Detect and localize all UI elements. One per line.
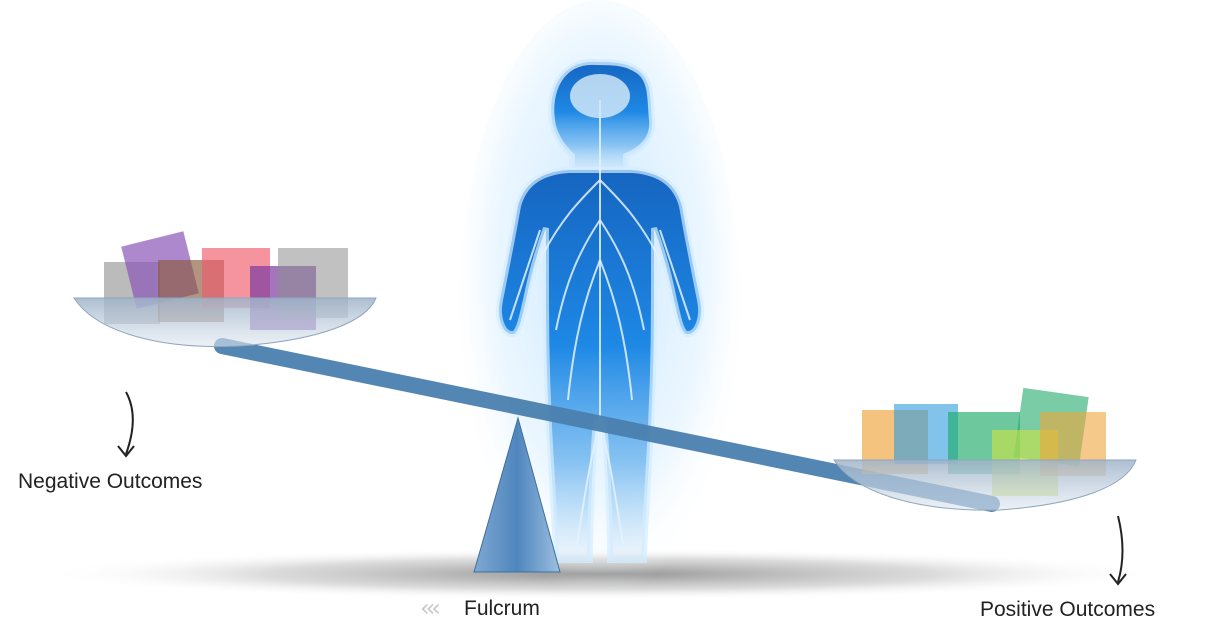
fulcrum-label: Fulcrum (464, 597, 540, 620)
negative-arrowhead (117, 445, 135, 458)
negative-tray-group (73, 231, 377, 348)
negative-tray (73, 297, 377, 348)
positive-arrow (1117, 515, 1124, 583)
positive-box (894, 404, 958, 464)
fulcrum (473, 416, 561, 573)
positive-arrowhead (1109, 573, 1127, 586)
negative-outcomes-label: Negative Outcomes (18, 470, 203, 493)
positive-outcomes-label: Positive Outcomes (980, 598, 1156, 621)
chevrons-left-icon: ‹‹‹ (420, 594, 441, 622)
positive-tray (833, 459, 1137, 511)
negative-arrow (125, 391, 134, 455)
child-figure (496, 58, 704, 563)
positive-tray-group (833, 387, 1137, 511)
